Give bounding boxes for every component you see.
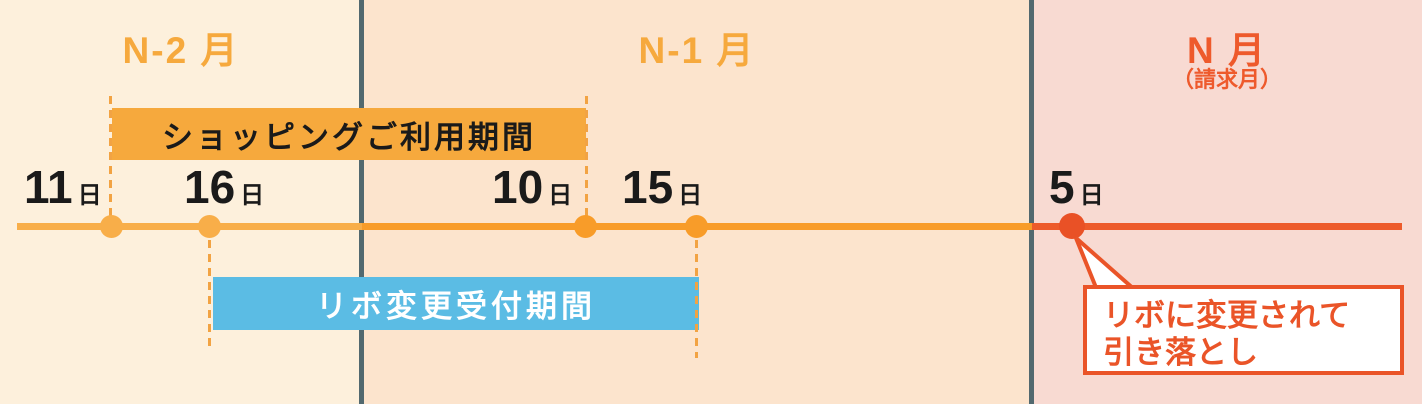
day-number: 5: [1049, 161, 1075, 213]
shopping-period-bar: ショッピングご利用期間: [112, 108, 586, 160]
timeline-dot-day-10: [574, 215, 597, 238]
callout-line-2: 引き落とし: [1103, 335, 1258, 370]
month-sublabel-billing: （請求月）: [1171, 67, 1283, 92]
dashed-guide-day-15: [695, 226, 698, 358]
dashed-guide-day-16: [208, 226, 211, 348]
timeline-segment-n: [1032, 223, 1402, 230]
month-label-n-1: N-1 月: [638, 30, 756, 71]
day-label-16: 16 日: [184, 164, 264, 210]
month-divider-1: [359, 0, 364, 404]
dashed-guide-day-11: [109, 96, 112, 226]
timeline-dot-day-16: [198, 215, 221, 238]
panel-month-n-2: [0, 0, 362, 404]
day-unit: 日: [240, 182, 265, 209]
timeline-dot-day-15: [685, 215, 708, 238]
day-label-5: 5 日: [1049, 164, 1104, 210]
callout-line-1: リボに変更されて: [1103, 298, 1351, 333]
day-number: 16: [184, 161, 236, 213]
day-unit: 日: [77, 182, 102, 209]
day-label-15: 15 日: [622, 164, 702, 210]
revolving-change-period-bar: リボ変更受付期間: [213, 277, 699, 330]
month-divider-2: [1029, 0, 1034, 404]
day-unit: 日: [1079, 182, 1104, 209]
day-number: 10: [492, 161, 544, 213]
callout-bubble: リボに変更されて 引き落とし: [1083, 285, 1404, 375]
day-unit: 日: [678, 182, 703, 209]
day-label-10: 10 日: [492, 164, 572, 210]
revolving-change-period-label: リボ変更受付期間: [316, 289, 596, 324]
month-label-n-2: N-2 月: [122, 30, 240, 71]
day-unit: 日: [548, 182, 573, 209]
timeline-dot-day-5: [1059, 213, 1085, 239]
timeline-dot-day-11: [100, 215, 123, 238]
timeline-segment-n-2: [17, 223, 362, 230]
shopping-period-label: ショッピングご利用期間: [162, 119, 536, 155]
month-label-n: N 月: [1187, 30, 1267, 71]
day-number: 15: [622, 161, 674, 213]
day-label-11: 11 日: [24, 164, 102, 210]
day-number: 11: [24, 161, 73, 213]
dashed-guide-day-10: [585, 96, 588, 226]
